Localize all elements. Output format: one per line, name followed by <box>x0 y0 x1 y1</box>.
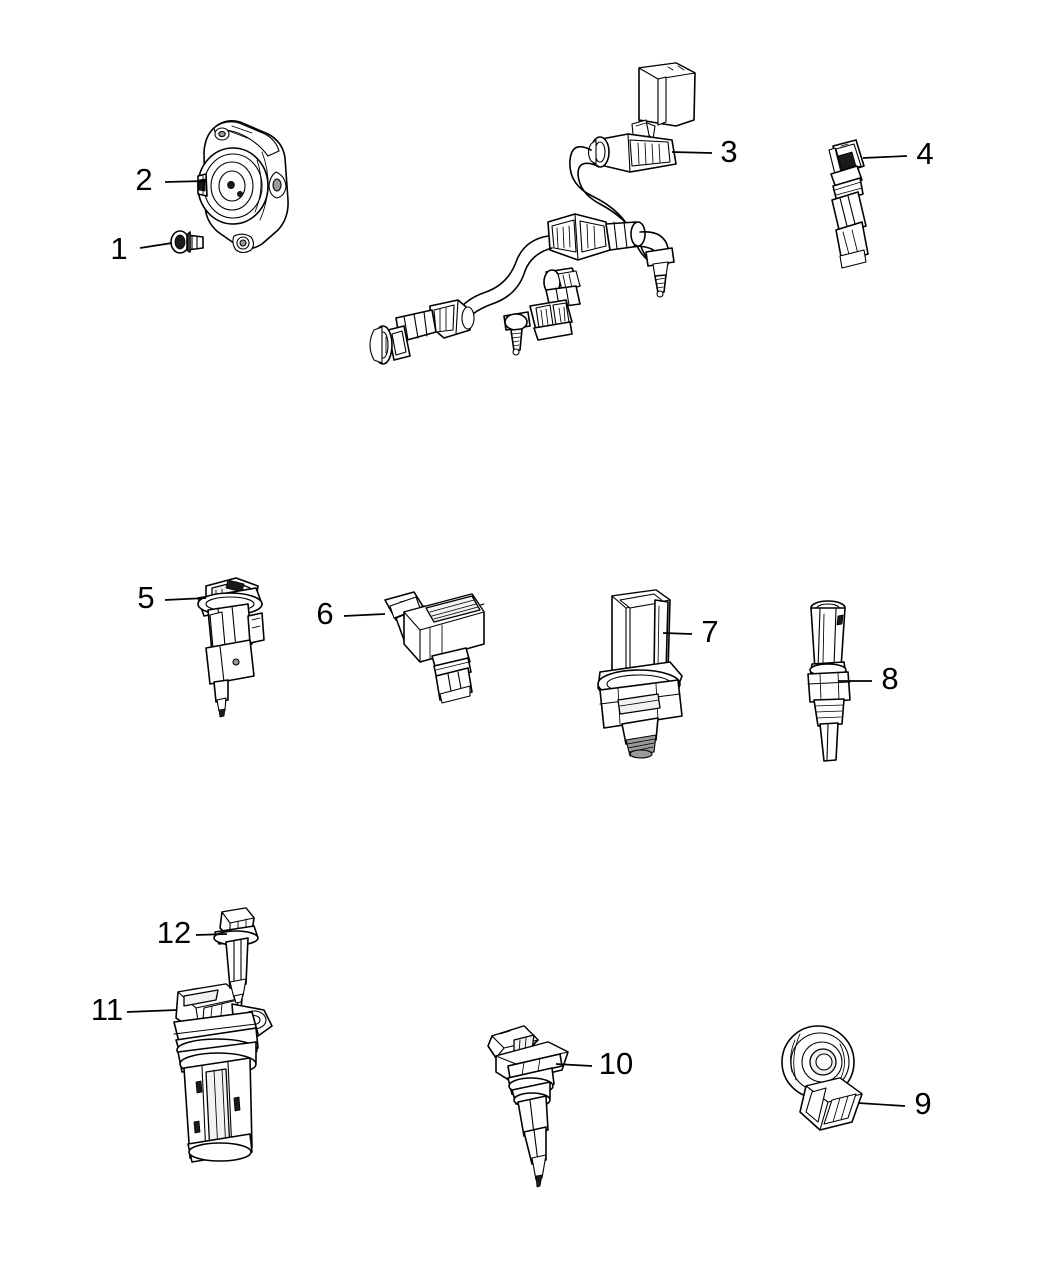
callout-7[interactable]: 7 <box>662 614 719 649</box>
part-4-sensor-probe <box>828 139 869 269</box>
callout-9-number[interactable]: 9 <box>914 1086 931 1121</box>
callout-11-leader <box>126 1009 178 1013</box>
callout-5[interactable]: 5 <box>137 580 207 615</box>
callout-5-leader <box>164 597 207 601</box>
callout-7-number[interactable]: 7 <box>701 614 718 649</box>
callout-1-number[interactable]: 1 <box>110 231 127 266</box>
part-9-knock-sensor <box>781 1025 863 1131</box>
part-6-map-sensor <box>384 591 485 704</box>
callout-6-number[interactable]: 6 <box>316 596 333 631</box>
callout-3[interactable]: 3 <box>671 134 738 169</box>
part-12-retaining-bolt <box>213 907 259 1004</box>
callout-3-leader <box>671 151 713 154</box>
callout-11-number[interactable]: 11 <box>91 992 123 1027</box>
callout-6[interactable]: 6 <box>316 596 386 631</box>
part-11-crankshaft-position-sensor <box>173 983 273 1163</box>
callout-10[interactable]: 10 <box>555 1046 633 1081</box>
callout-1-leader <box>139 242 173 249</box>
callout-2[interactable]: 2 <box>135 162 207 197</box>
callout-8[interactable]: 8 <box>838 661 899 696</box>
part-5-intake-air-temp-sensor <box>197 577 265 718</box>
part-10-camshaft-position-sensor <box>487 1025 569 1188</box>
callout-2-leader <box>164 180 207 183</box>
part-2-oil-control-valve <box>197 120 289 254</box>
callout-9-leader <box>857 1102 906 1107</box>
callout-3-number[interactable]: 3 <box>720 134 737 169</box>
callout-5-number[interactable]: 5 <box>137 580 154 615</box>
callout-1[interactable]: 1 <box>110 231 173 266</box>
callout-12-leader <box>195 933 228 936</box>
callout-4-number[interactable]: 4 <box>916 136 933 171</box>
callout-layer: 1 2 3 4 5 6 <box>91 134 934 1121</box>
callout-12[interactable]: 12 <box>157 915 228 950</box>
part-1-bolt <box>170 230 204 254</box>
part-7-oil-pressure-sensor <box>597 589 683 759</box>
part-3-wiring-harness <box>369 62 696 365</box>
part-8-coolant-temp-sensor <box>807 600 851 762</box>
callout-7-leader <box>662 632 693 635</box>
callout-10-leader <box>555 1063 593 1067</box>
callout-6-leader <box>343 613 386 617</box>
callout-9[interactable]: 9 <box>857 1086 932 1121</box>
callout-11[interactable]: 11 <box>91 992 178 1027</box>
callout-4-leader <box>862 155 908 159</box>
callout-2-number[interactable]: 2 <box>135 162 152 197</box>
callout-4[interactable]: 4 <box>862 136 934 171</box>
callout-10-number[interactable]: 10 <box>599 1046 633 1081</box>
callout-12-number[interactable]: 12 <box>157 915 191 950</box>
callout-8-number[interactable]: 8 <box>881 661 898 696</box>
